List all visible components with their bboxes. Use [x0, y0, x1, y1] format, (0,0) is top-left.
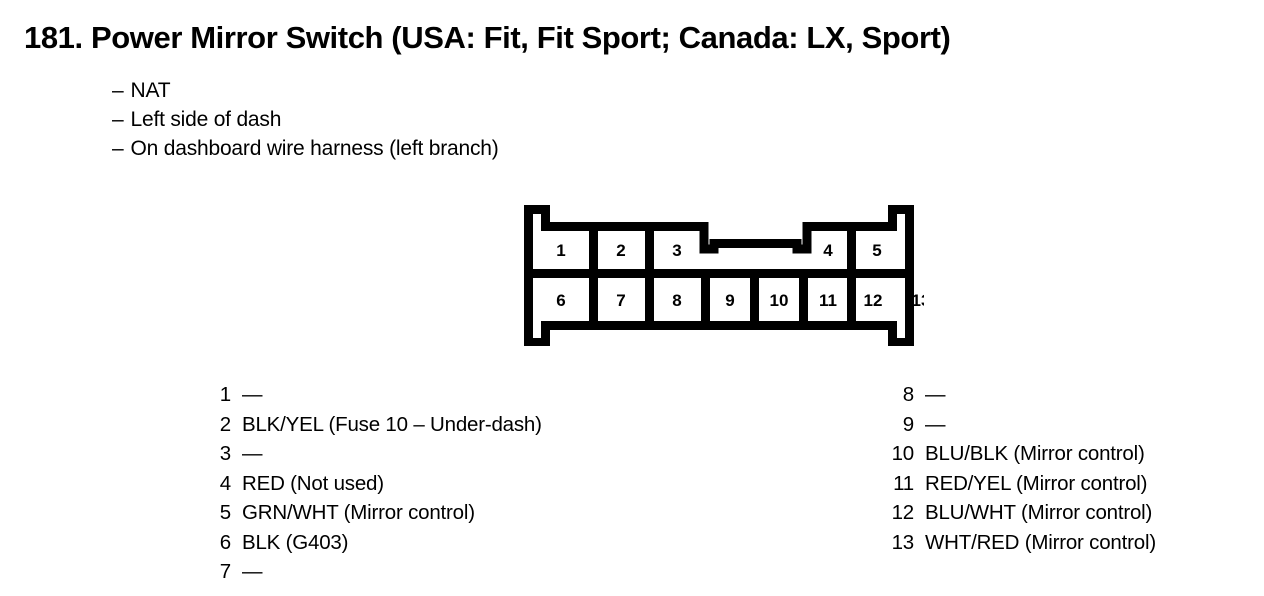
- note-dash: –: [112, 137, 124, 160]
- note-text: Left side of dash: [130, 108, 282, 131]
- legend-pin-number: 5: [219, 501, 231, 524]
- pin-number-5: 5: [872, 241, 881, 260]
- legend-pin-desc: —: [925, 383, 946, 406]
- legend-pin-number: 12: [891, 501, 915, 524]
- legend-row: 8 —: [888, 380, 1156, 410]
- legend-row: 13 WHT/RED (Mirror control): [888, 528, 1157, 558]
- note-line: –NAT: [112, 76, 499, 105]
- pin-number-4: 4: [823, 241, 833, 260]
- pin-number-12: 12: [864, 291, 883, 310]
- legend-row: 6 BLK (G403): [205, 528, 542, 558]
- notes-list: –NAT –Left side of dash –On dashboard wi…: [112, 76, 499, 163]
- note-text: On dashboard wire harness (left branch): [130, 137, 499, 160]
- legend-row: 9 —: [888, 410, 1156, 440]
- legend-pin-desc: RED (Not used): [242, 471, 384, 495]
- legend-row: 11 RED/YEL (Mirror control): [888, 469, 1156, 499]
- legend-pin-desc: GRN/WHT (Mirror control): [242, 501, 475, 524]
- legend-row: 4 RED (Not used): [205, 469, 542, 499]
- legend-pin-number: 9: [902, 412, 914, 436]
- legend-pin-desc: WHT/RED (Mirror control): [925, 530, 1156, 554]
- pin-number-3: 3: [672, 241, 681, 260]
- legend-pin-number: 3: [219, 442, 231, 465]
- legend-row: 3 —: [205, 439, 542, 469]
- connector-outline: [524, 205, 914, 346]
- note-line: –Left side of dash: [112, 105, 499, 134]
- legend-pin-number: 1: [219, 383, 231, 406]
- note-dash: –: [112, 79, 124, 102]
- legend-row: 7 —: [205, 557, 542, 587]
- legend-pin-number: 7: [219, 560, 231, 583]
- legend-pin-desc: —: [242, 560, 263, 583]
- connector-diagram: 1 2 3 4 5 6 7 8 9 10 11 12 13: [518, 198, 924, 346]
- pin-number-11: 11: [819, 291, 837, 310]
- legend-pin-number: 10: [891, 442, 915, 465]
- pin-number-10: 10: [770, 291, 789, 310]
- pin-number-2: 2: [616, 241, 625, 260]
- note-text: NAT: [130, 79, 171, 102]
- legend-row: 10 BLU/BLK (Mirror control): [888, 439, 1156, 469]
- legend-row: 1 —: [205, 380, 542, 410]
- pin-number-6: 6: [556, 291, 565, 310]
- legend-pin-number: 8: [902, 383, 914, 406]
- legend-pin-desc: BLU/WHT (Mirror control): [925, 501, 1153, 524]
- pin-number-13: 13: [912, 291, 924, 310]
- legend-row: 5 GRN/WHT (Mirror control): [205, 498, 542, 528]
- legend-row: 2 BLK/YEL (Fuse 10 – Under-dash): [205, 410, 542, 440]
- legend-pin-number: 13: [891, 530, 915, 554]
- legend-pin-desc: BLK (G403): [242, 530, 349, 554]
- legend-pin-number: 4: [219, 471, 231, 495]
- legend-pin-number: 2: [219, 412, 231, 436]
- legend-pin-desc: —: [925, 412, 946, 436]
- note-line: –On dashboard wire harness (left branch): [112, 134, 499, 163]
- pin-number-7: 7: [616, 291, 625, 310]
- note-dash: –: [112, 108, 124, 131]
- legend-pin-number: 11: [893, 471, 914, 495]
- pin-number-8: 8: [672, 291, 681, 310]
- legend-pin-desc: —: [242, 442, 263, 465]
- pin-legend-right: 8 — 9 — 10 BLU/BLK (Mirror control) 11 R…: [888, 380, 1157, 558]
- pin-legend-left: 1 — 2 BLK/YEL (Fuse 10 – Under-dash) 3 —…: [205, 380, 542, 587]
- pin-number-1: 1: [556, 241, 565, 260]
- legend-pin-desc: —: [242, 383, 263, 406]
- pin-number-9: 9: [725, 291, 734, 310]
- page-title: 181. Power Mirror Switch (USA: Fit, Fit …: [24, 20, 951, 55]
- legend-pin-desc: BLU/BLK (Mirror control): [925, 442, 1145, 465]
- legend-pin-desc: RED/YEL (Mirror control): [925, 471, 1148, 495]
- legend-pin-desc: BLK/YEL (Fuse 10 – Under-dash): [242, 412, 542, 436]
- legend-row: 12 BLU/WHT (Mirror control): [888, 498, 1156, 528]
- legend-pin-number: 6: [219, 530, 231, 554]
